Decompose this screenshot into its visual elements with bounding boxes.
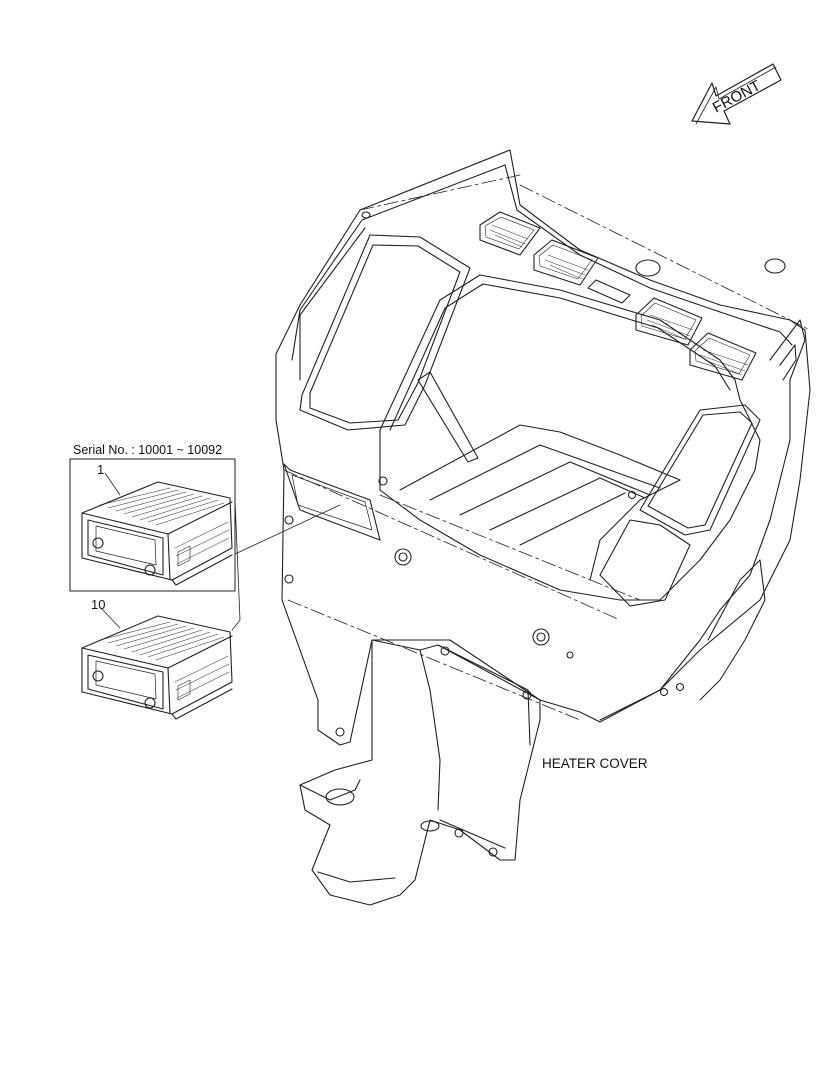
front-arrow-icon: FRONT xyxy=(692,64,781,124)
radio-unit-1 xyxy=(82,482,232,585)
console-housing xyxy=(276,150,810,745)
serial-number-label: Serial No. : 10001 ~ 10092 xyxy=(73,443,223,457)
callout-10: 10 xyxy=(91,597,106,612)
leader-lines xyxy=(101,473,340,630)
serial-variant-box xyxy=(70,459,235,591)
heater-cover xyxy=(300,640,540,905)
callout-1: 1 xyxy=(97,462,105,477)
heater-cover-label: HEATER COVER xyxy=(542,756,648,771)
front-label: FRONT xyxy=(710,77,764,116)
radio-unit-10 xyxy=(82,616,232,719)
